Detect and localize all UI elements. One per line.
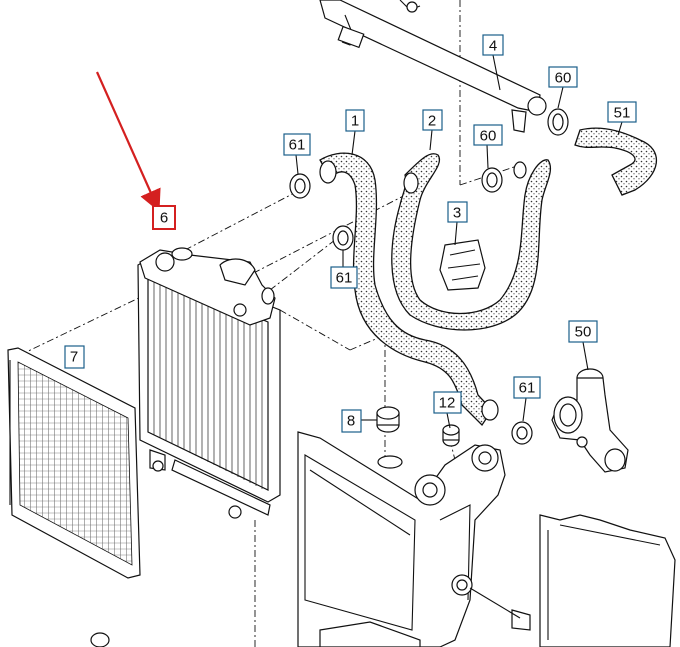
callout-8: 8: [341, 409, 362, 433]
radiator: [137, 247, 281, 519]
callout-leaders: [295, 54, 623, 429]
callout-6: 6: [152, 205, 176, 230]
hose-bracket-3: [439, 239, 486, 291]
hose-51: [574, 127, 657, 196]
callout-61-left: 61: [283, 133, 311, 156]
side-panel: [539, 514, 676, 647]
hose-2: [391, 153, 552, 331]
callout-51: 51: [607, 101, 637, 123]
highlight-arrow: [95, 71, 161, 213]
mounting-frame: [90, 431, 531, 647]
thermostat-housing-50: [551, 368, 629, 473]
callout-label-51: 51: [614, 105, 631, 122]
callout-61-lower: 61: [513, 376, 541, 399]
grommet-8: [376, 406, 403, 469]
callout-2: 2: [422, 109, 443, 131]
callout-label-61-left: 61: [289, 137, 306, 154]
callout-3: 3: [447, 201, 468, 223]
hose-fittings: [319, 160, 527, 421]
callout-1: 1: [345, 109, 365, 132]
callout-12: 12: [433, 391, 462, 414]
callout-label-60-top: 60: [555, 70, 572, 87]
radiator-fins: [153, 275, 263, 489]
callout-label-61-mid: 61: [336, 270, 353, 287]
callout-61-mid: 61: [330, 266, 358, 289]
hose-clamp-60-mid: [481, 167, 503, 193]
callout-label-3: 3: [453, 205, 461, 222]
radiator-grille: [7, 347, 141, 579]
callout-label-12: 12: [439, 395, 456, 412]
hose-clamp-61-mid: [332, 225, 354, 251]
hose-clamp-60-top: [547, 108, 569, 136]
hose-clamp-61-left: [289, 173, 311, 199]
callout-label-50: 50: [575, 324, 592, 341]
callout-7: 7: [64, 345, 85, 369]
callout-label-7: 7: [70, 349, 78, 366]
callout-label-8: 8: [347, 413, 355, 430]
callout-label-6: 6: [160, 210, 168, 227]
callout-label-60-mid: 60: [480, 128, 497, 145]
callout-label-2: 2: [428, 113, 436, 130]
coolant-pipe: [319, 0, 547, 133]
callout-60-mid: 60: [473, 124, 503, 146]
bush-12: [442, 424, 460, 447]
callout-50: 50: [568, 320, 598, 343]
hose-clamp-61-lower: [511, 421, 533, 445]
callout-4: 4: [482, 34, 504, 56]
callout-60-top: 60: [548, 66, 578, 88]
callout-label-61-lower: 61: [519, 380, 536, 397]
callout-label-1: 1: [351, 113, 359, 130]
callout-label-4: 4: [489, 38, 497, 55]
